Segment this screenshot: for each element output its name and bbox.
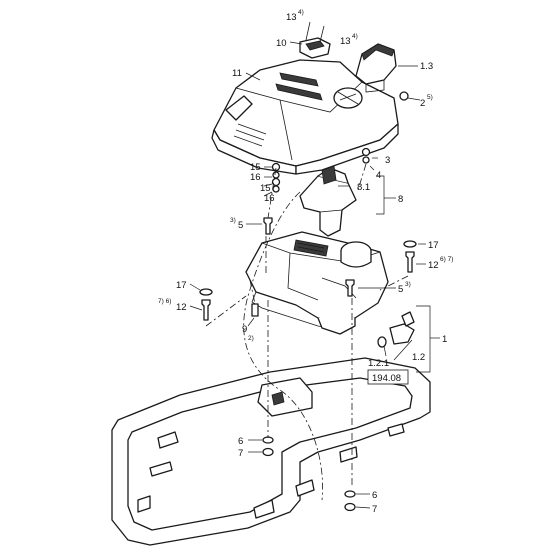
leader-lines	[189, 41, 440, 509]
callout-11: 11	[232, 68, 242, 79]
callout-8: 8	[398, 194, 403, 205]
callout-16a: 16	[250, 172, 261, 183]
callout-13a: 13	[286, 12, 297, 23]
callout-13b-note: 4)	[352, 33, 358, 40]
control-bracket	[299, 165, 357, 237]
callout-6a: 6	[238, 436, 243, 447]
callout-5b-note: 3)	[405, 281, 411, 288]
callout-16b: 16	[264, 193, 275, 204]
callout-1-2: 1.2	[412, 352, 425, 363]
fuel-tank	[245, 231, 389, 335]
callout-15a: 15	[250, 162, 261, 173]
callout-1: 1	[442, 334, 447, 345]
reference-number: 194.08	[372, 373, 401, 384]
callout-17a: 17	[428, 240, 439, 251]
fuel-line	[243, 191, 323, 501]
callout-1-3: 1.3	[420, 61, 433, 72]
callout-1-2-1: 1.2.1	[368, 358, 389, 369]
callout-3: 3	[385, 155, 390, 166]
callout-2-note: 5)	[427, 94, 433, 101]
callout-10: 10	[276, 38, 287, 49]
callout-9-note: 2)	[248, 335, 254, 342]
callout-7a: 7	[238, 448, 243, 459]
callout-12a-note: 6) 7)	[440, 256, 453, 263]
callout-12b-note: 7) 6)	[158, 298, 171, 305]
callout-12b: 12	[176, 302, 187, 313]
callout-12a: 12	[428, 260, 439, 271]
callout-5b: 5	[398, 284, 403, 295]
fuel-cap	[355, 43, 397, 93]
callout-9: 9	[242, 324, 247, 335]
callout-13a-note: 4)	[298, 9, 304, 16]
fasteners	[199, 91, 417, 512]
callout-13b: 13	[340, 36, 351, 47]
callout-4: 4	[376, 170, 381, 181]
callout-7b: 7	[372, 504, 377, 515]
callout-5a-note: 3)	[230, 217, 236, 224]
callout-5a: 5	[238, 220, 243, 231]
reference-box	[367, 369, 409, 385]
callout-8-1: 8.1	[357, 182, 370, 193]
callout-17b: 17	[176, 280, 187, 291]
fuel-valve	[377, 311, 415, 348]
callouts: 13 4) 13 4) 10 11 1.3 2 5) 3 4 15 16 15 …	[158, 9, 453, 515]
cover-plate	[299, 21, 331, 59]
callout-6b: 6	[372, 490, 377, 501]
callout-2: 2	[420, 98, 425, 109]
callout-15b: 15	[260, 183, 271, 194]
